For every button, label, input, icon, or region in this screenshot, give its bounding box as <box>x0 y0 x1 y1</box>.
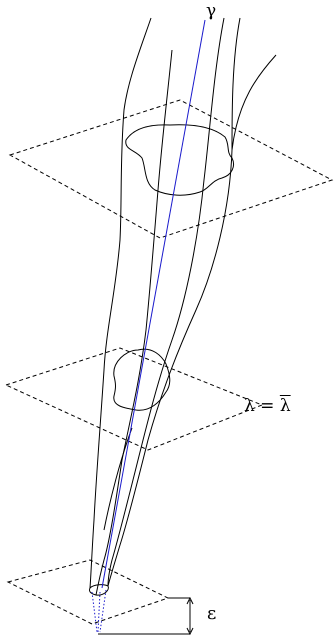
tip-dotted-right <box>99 589 107 633</box>
curve-inner-right <box>107 17 225 587</box>
curve-right-flank <box>231 54 277 151</box>
eps-arrowhead-top <box>186 596 194 605</box>
epsilon-label: ε <box>207 603 217 624</box>
cross-section-middle <box>113 348 171 411</box>
curve-outer-right <box>107 17 241 587</box>
cross-section-top <box>125 124 235 196</box>
tip-ellipse <box>89 584 109 596</box>
eps-arrowhead-bottom <box>186 627 194 636</box>
lambda-equation-label: λ = λ <box>244 398 291 415</box>
equals-sign: = <box>254 396 280 416</box>
gamma-axis <box>101 19 206 589</box>
lambda-lhs: λ <box>244 396 255 416</box>
plane-middle <box>4 347 264 451</box>
tip-dotted-center <box>97 591 101 633</box>
curve-outer-left <box>89 17 152 589</box>
curve-lower-flank <box>103 427 133 531</box>
plane-top <box>8 99 334 239</box>
gamma-label: γ <box>206 1 217 21</box>
plane-bottom <box>6 559 170 625</box>
tip-dotted-left <box>91 591 98 633</box>
lambda-rhs-overlined: λ <box>279 396 291 416</box>
curve-inner-left <box>95 49 173 596</box>
